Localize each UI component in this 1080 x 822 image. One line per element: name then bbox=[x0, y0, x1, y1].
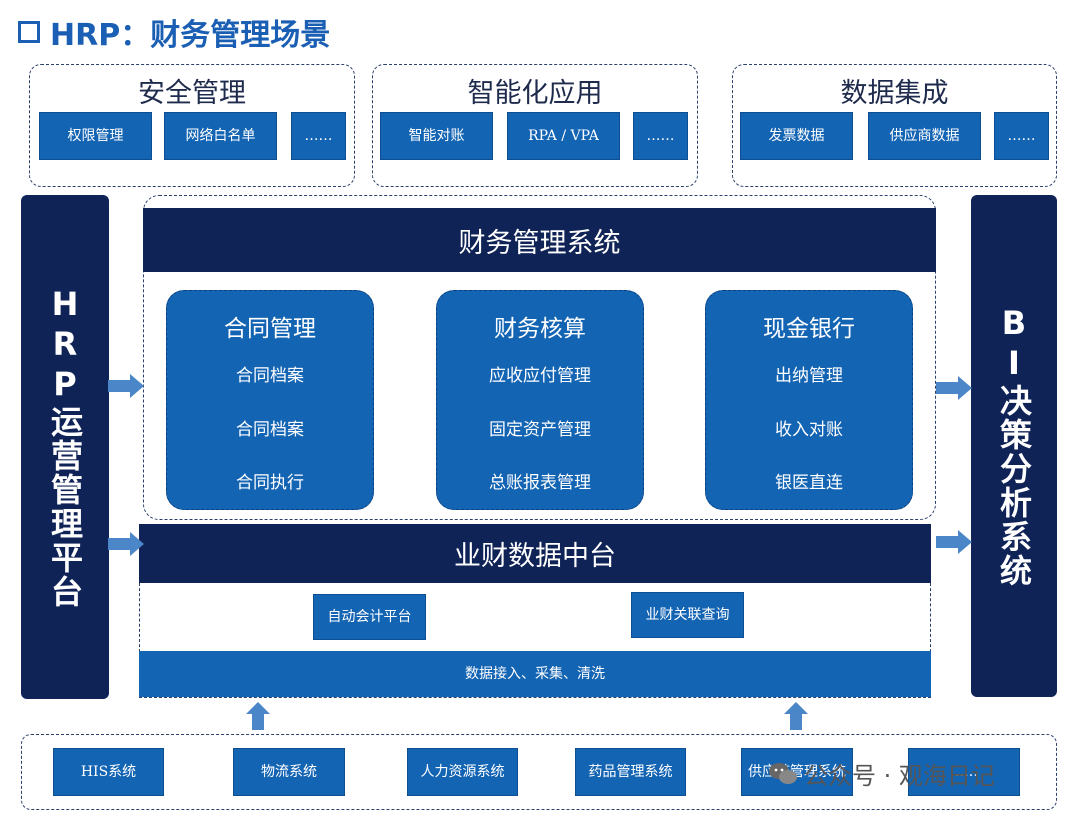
module-accounting-item: 应收应付管理 bbox=[489, 366, 591, 386]
network-whitelist-box[interactable]: 网络白名单 bbox=[164, 112, 277, 160]
group-intelligent-title: 智能化应用 bbox=[467, 78, 603, 109]
more-systems-box[interactable]: …… bbox=[908, 748, 1020, 796]
arrow-right-icon bbox=[108, 532, 144, 556]
source-systems-container bbox=[21, 734, 1057, 810]
permission-mgmt-box[interactable]: 权限管理 bbox=[39, 112, 152, 160]
biz-fin-query-box[interactable]: 业财关联查询 bbox=[631, 592, 744, 638]
data-ingest-bar[interactable]: 数据接入、采集、清洗 bbox=[139, 651, 931, 697]
finance-system-header[interactable]: 财务管理系统 bbox=[143, 208, 936, 272]
drug-system-box[interactable]: 药品管理系统 bbox=[575, 748, 686, 796]
rpa-vpa-box[interactable]: RPA / VPA bbox=[507, 112, 620, 160]
smart-reconcile-box[interactable]: 智能对账 bbox=[380, 112, 493, 160]
arrow-right-icon bbox=[936, 530, 972, 554]
module-accounting[interactable]: 财务核算 应收应付管理 固定资产管理 总账报表管理 bbox=[436, 290, 644, 510]
group-intelligent: 智能化应用 智能对账 RPA / VPA …… bbox=[372, 64, 698, 187]
module-contract-item: 合同执行 bbox=[236, 473, 304, 493]
supplier-data-box[interactable]: 供应商数据 bbox=[868, 112, 981, 160]
module-contract[interactable]: 合同管理 合同档案 合同档案 合同执行 bbox=[166, 290, 374, 510]
group-security: 安全管理 权限管理 网络白名单 …… bbox=[29, 64, 355, 187]
invoice-data-box[interactable]: 发票数据 bbox=[740, 112, 853, 160]
module-contract-title: 合同管理 bbox=[224, 316, 316, 342]
more-data-box[interactable]: …… bbox=[994, 112, 1049, 160]
hr-system-box[interactable]: 人力资源系统 bbox=[407, 748, 518, 796]
more-intelligent-box[interactable]: …… bbox=[633, 112, 688, 160]
page-title-text: HRP：财务管理场景 bbox=[50, 18, 331, 53]
hrp-ops-platform[interactable]: HRP运营管理平台 bbox=[21, 195, 109, 699]
arrow-right-icon bbox=[108, 374, 144, 398]
module-accounting-item: 固定资产管理 bbox=[489, 420, 591, 440]
hrp-ops-platform-label: HRP运营管理平台 bbox=[46, 285, 84, 609]
data-hub-title: 业财数据中台 bbox=[454, 541, 616, 572]
arrow-right-icon bbox=[936, 376, 972, 400]
group-data-integration: 数据集成 发票数据 供应商数据 …… bbox=[732, 64, 1057, 187]
more-security-box[interactable]: …… bbox=[291, 112, 346, 160]
module-accounting-title: 财务核算 bbox=[494, 316, 586, 342]
module-cash-bank-item: 银医直连 bbox=[775, 473, 843, 493]
module-accounting-item: 总账报表管理 bbox=[489, 473, 591, 493]
bi-decision-system-label: BI决策分析系统 bbox=[995, 304, 1033, 588]
his-system-box[interactable]: HIS系统 bbox=[53, 748, 164, 796]
bi-decision-system[interactable]: BI决策分析系统 bbox=[971, 195, 1057, 697]
module-cash-bank-item: 收入对账 bbox=[775, 420, 843, 440]
module-contract-item: 合同档案 bbox=[236, 420, 304, 440]
logistics-system-box[interactable]: 物流系统 bbox=[233, 748, 345, 796]
finance-system-title: 财务管理系统 bbox=[458, 227, 621, 259]
module-contract-item: 合同档案 bbox=[236, 366, 304, 386]
auto-accounting-box[interactable]: 自动会计平台 bbox=[313, 594, 426, 640]
module-cash-bank[interactable]: 现金银行 出纳管理 收入对账 银医直连 bbox=[705, 290, 913, 510]
watermark: 公众号 · 观海日记 bbox=[768, 756, 995, 791]
page-title: HRP：财务管理场景 bbox=[18, 10, 330, 54]
arrow-up-icon bbox=[246, 702, 270, 730]
group-security-title: 安全管理 bbox=[138, 78, 246, 109]
wechat-icon bbox=[769, 762, 797, 784]
module-cash-bank-item: 出纳管理 bbox=[775, 366, 843, 386]
arrow-up-icon bbox=[784, 702, 808, 730]
square-bullet-icon bbox=[18, 21, 40, 43]
watermark-text: 公众号 · 观海日记 bbox=[804, 762, 995, 790]
group-data-integration-title: 数据集成 bbox=[840, 78, 949, 109]
module-cash-bank-title: 现金银行 bbox=[763, 316, 855, 342]
data-hub-header[interactable]: 业财数据中台 bbox=[139, 524, 931, 583]
